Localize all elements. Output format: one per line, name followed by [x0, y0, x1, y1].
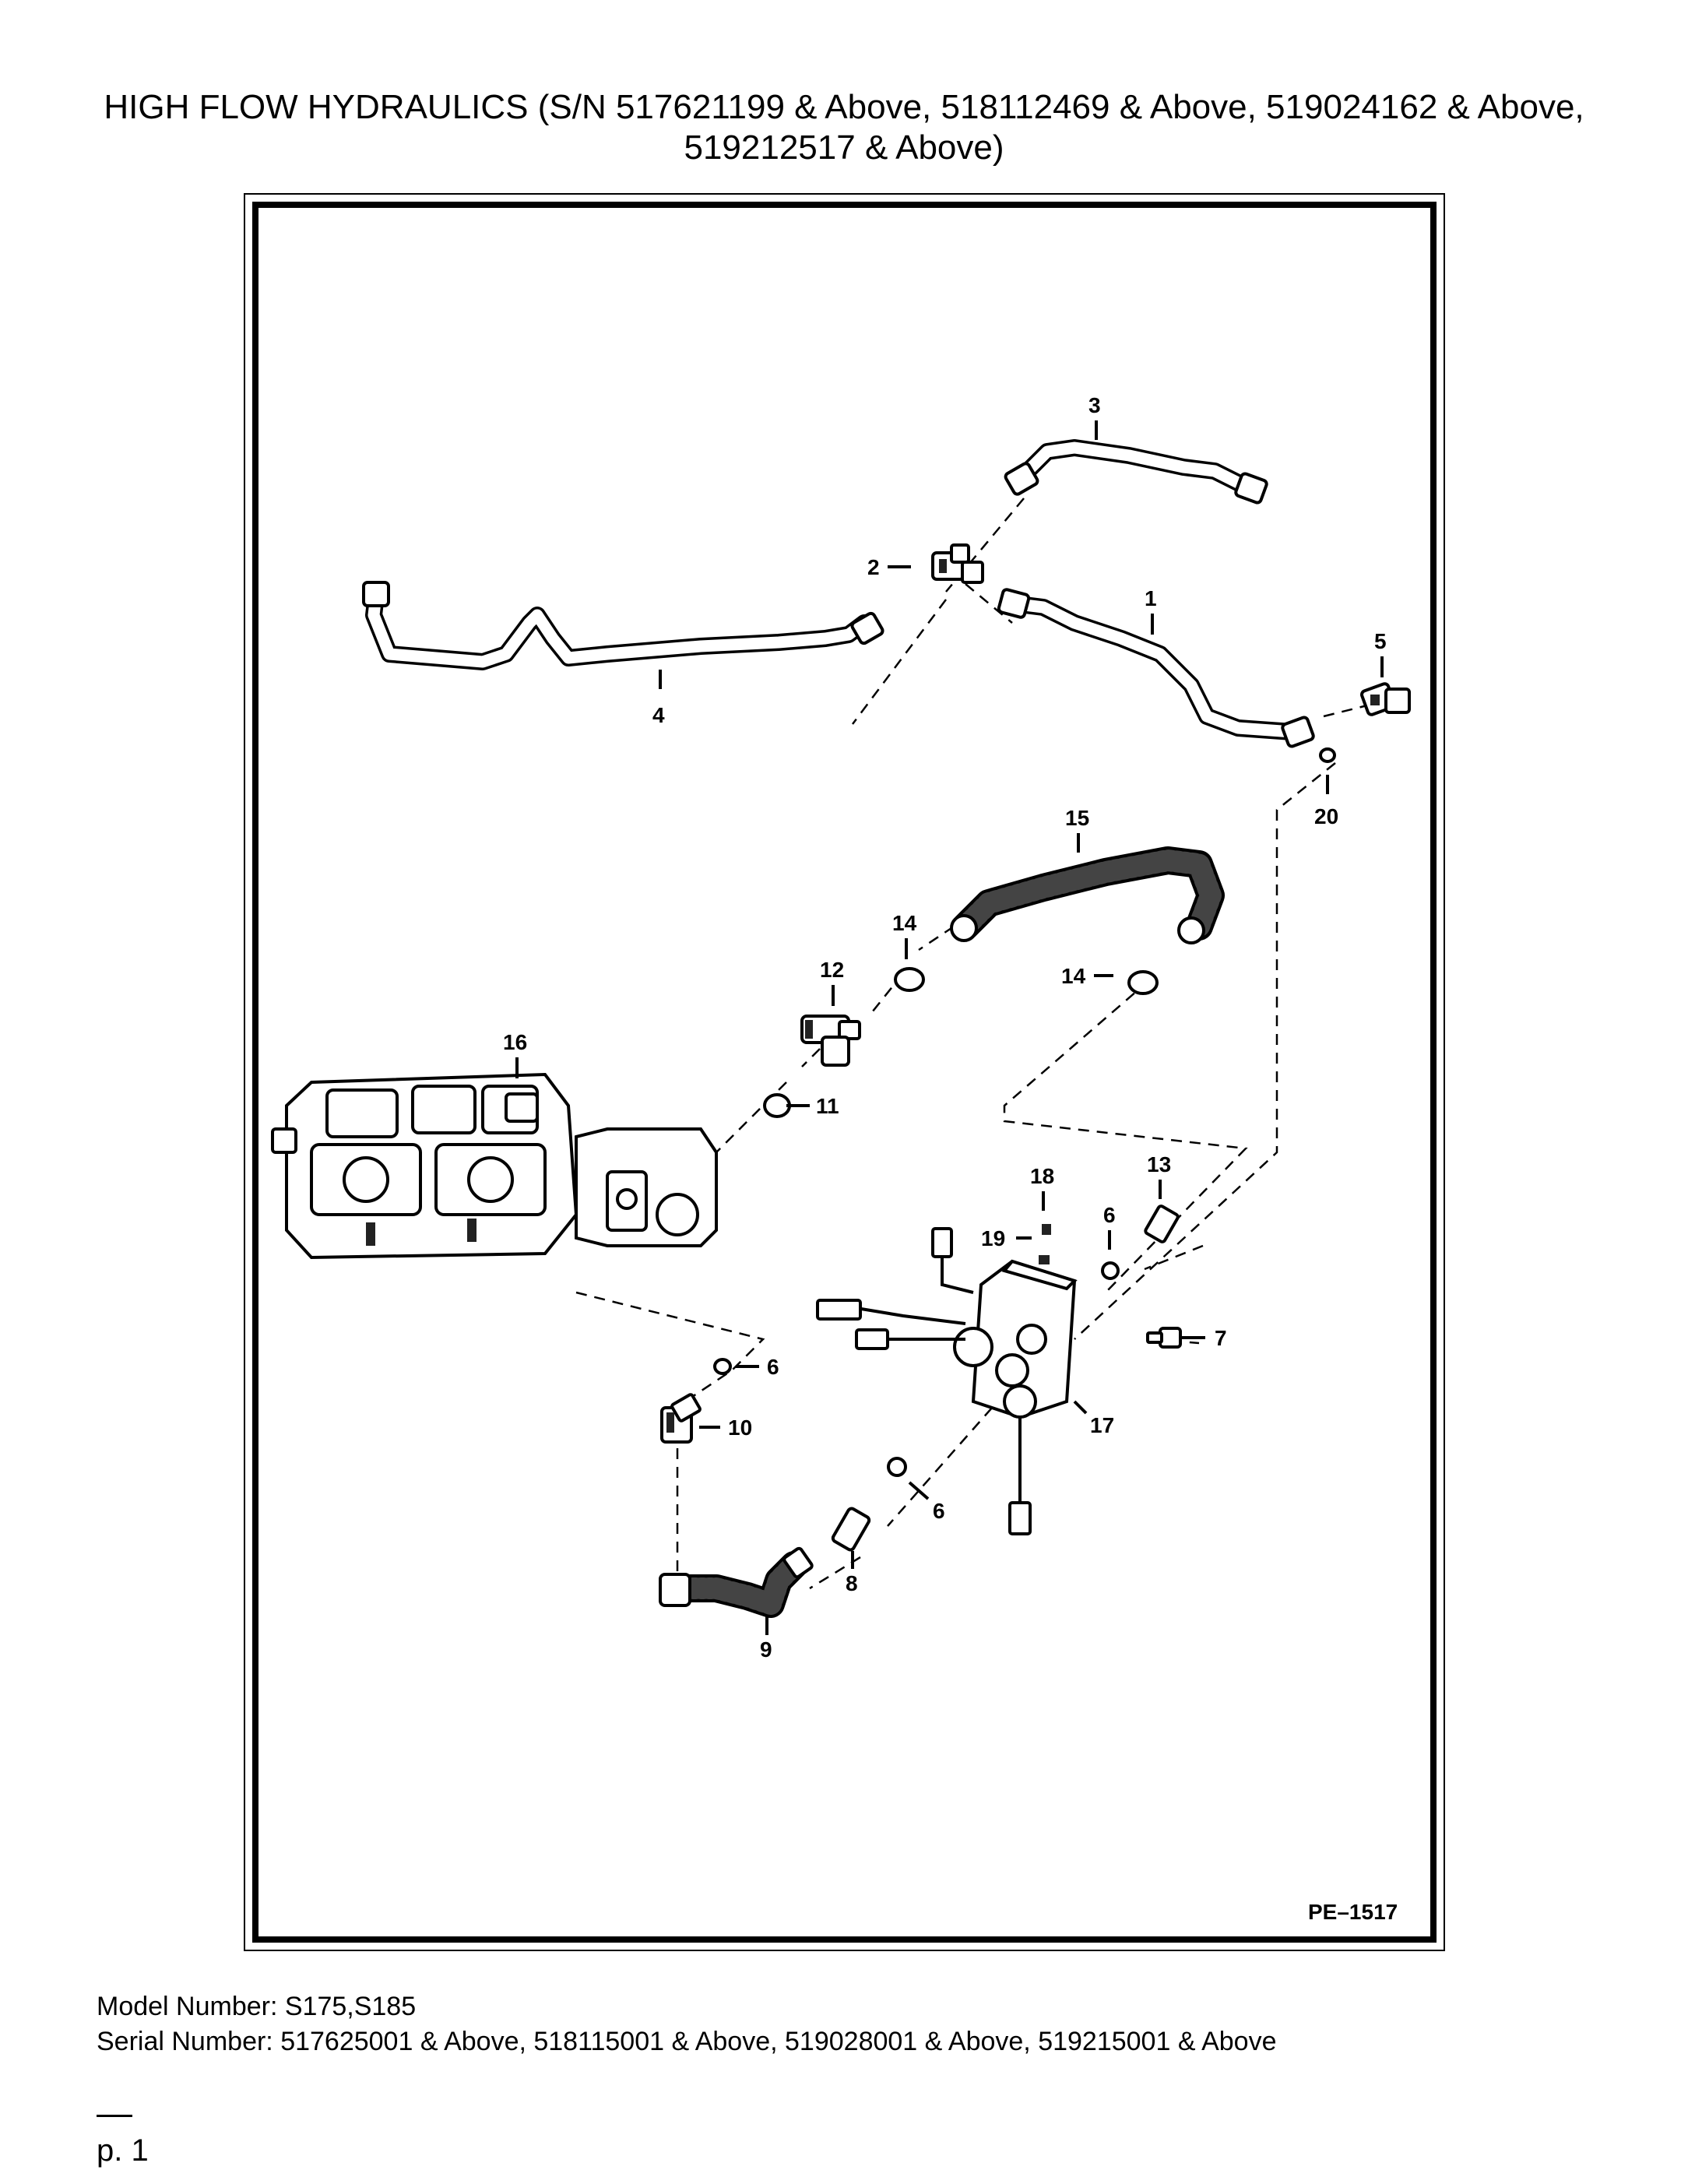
callout-8: 8	[846, 1571, 858, 1595]
elbow-part-10	[660, 1393, 702, 1444]
callout-17: 17	[1090, 1413, 1114, 1437]
callout-9: 9	[760, 1637, 772, 1662]
callout-15: 15	[1065, 806, 1089, 830]
elbow-fitting-part-5	[1360, 682, 1411, 716]
fitting-part-12	[800, 1015, 861, 1067]
adapter-part-13	[1144, 1205, 1180, 1243]
page-title-line-1: HIGH FLOW HYDRAULICS (S/N 517621199 & Ab…	[104, 88, 1584, 126]
tee-fitting-part-2	[931, 543, 984, 584]
callout-13: 13	[1147, 1152, 1171, 1176]
hose-clamps-part-14	[894, 967, 1159, 995]
callout-3: 3	[1088, 393, 1101, 417]
adapter-part-8	[831, 1507, 871, 1552]
hose-part-9	[659, 1546, 814, 1618]
tube-part-1	[997, 588, 1315, 748]
assembly-dashed-lines	[575, 498, 1371, 1590]
o-ring-part-11	[763, 1093, 791, 1118]
callout-14-right: 14	[1061, 964, 1086, 988]
model-number: Model Number: S175,S185	[97, 1992, 417, 2021]
callout-18: 18	[1030, 1164, 1054, 1188]
callout-10: 10	[728, 1416, 752, 1440]
callout-6-lower: 6	[933, 1499, 945, 1523]
callout-4: 4	[652, 703, 665, 727]
fittings-part-18-19	[1039, 1224, 1051, 1264]
plug-part-7	[1146, 1327, 1182, 1349]
pump-assembly-part-16	[271, 1072, 718, 1260]
callout-11: 11	[816, 1094, 839, 1118]
callout-16: 16	[503, 1030, 527, 1054]
serial-number: Serial Number: 517625001 & Above, 518115…	[97, 2027, 1277, 2056]
callout-14-left: 14	[892, 911, 917, 935]
callout-19: 19	[981, 1226, 1005, 1250]
tube-part-4	[362, 581, 884, 670]
diagram-frame-outer	[244, 193, 1445, 1951]
page-separator	[97, 2115, 132, 2117]
callout-5: 5	[1374, 629, 1387, 653]
callout-numbers: 3 2 1 4 5 20 15 14 14 12 11 16 13 18 19 …	[503, 393, 1387, 1662]
callout-7: 7	[1215, 1326, 1227, 1350]
callout-6-left: 6	[767, 1355, 779, 1379]
callout-20: 20	[1314, 804, 1338, 828]
diagram-reference-code: PE–1517	[1308, 1900, 1398, 1924]
diagram-frame	[252, 202, 1437, 1943]
callout-1: 1	[1145, 586, 1157, 610]
callout-6-upper: 6	[1103, 1203, 1116, 1227]
callout-2: 2	[867, 555, 880, 579]
valve-block-part-17	[816, 1227, 1078, 1535]
callout-12: 12	[820, 958, 844, 982]
tube-part-3	[1004, 439, 1268, 505]
callout-leader-lines	[515, 420, 1384, 1635]
page-number: p. 1	[97, 2133, 149, 2168]
o-ring-part-20	[1319, 747, 1336, 763]
o-rings-part-6	[713, 1261, 1120, 1477]
page-title-line-2: 519212517 & Above)	[684, 128, 1004, 167]
hose-part-15	[950, 846, 1225, 944]
